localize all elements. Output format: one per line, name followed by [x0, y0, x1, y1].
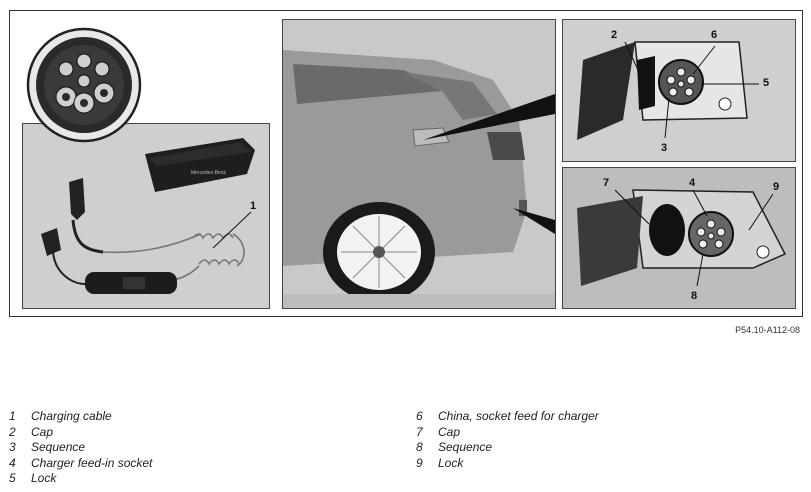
callout-3: 3 [661, 142, 667, 154]
callout-4: 4 [689, 177, 696, 189]
illustration-figure: Mercedes-Benz 1 [9, 10, 803, 317]
legend-item: 9 Lock [416, 456, 599, 472]
legend-item: 1 Charging cable [9, 409, 152, 425]
legend-item: 5 Lock [9, 471, 152, 487]
legend-item: 3 Sequence [9, 440, 152, 456]
legend-number: 5 [9, 471, 16, 485]
legend-text: Lock [31, 471, 57, 485]
legend-number: 1 [9, 409, 16, 423]
callout-8: 8 [691, 290, 697, 302]
charging-cable-panel: Mercedes-Benz 1 [22, 123, 270, 309]
legend-item: 2 Cap [9, 425, 152, 441]
vehicle-panel [282, 19, 556, 309]
legend-item: 8 Sequence [416, 440, 599, 456]
socket-detail-top-panel: 2 6 5 3 [562, 19, 796, 162]
vehicle-illustration [283, 50, 555, 308]
callout-5: 5 [763, 77, 769, 89]
legend-right-column: 6 China, socket feed for charger 7 Cap 8 Se… [416, 409, 599, 471]
callout-9: 9 [773, 181, 779, 193]
figure-reference-code: P54.10-A112-08 [735, 325, 800, 335]
charging-cable-illustration: Mercedes-Benz 1 [41, 138, 256, 294]
callout-7: 7 [603, 177, 609, 189]
socket-detail-bottom-illustration: 7 4 9 8 [563, 168, 795, 308]
plug-face-inset [26, 27, 142, 143]
svg-text:Mercedes-Benz: Mercedes-Benz [191, 170, 227, 176]
legend-left-column: 1 Charging cable 2 Cap 3 Sequence 4 Charger … [9, 409, 152, 487]
legend-text: Charger feed-in socket [31, 455, 153, 470]
legend-text: China, socket feed for charger [438, 409, 599, 423]
callout-6: 6 [711, 29, 717, 41]
legend-text: Charging cable [31, 409, 112, 423]
legend-number: 3 [9, 440, 16, 454]
legend-number: 4 [9, 455, 16, 470]
legend-number: 7 [416, 424, 423, 439]
legend-number: 6 [416, 409, 423, 423]
legend-item: 7 Cap [416, 425, 599, 441]
legend-text: Cap [438, 424, 461, 439]
legend-text: Sequence [31, 440, 86, 454]
legend-number: 9 [416, 455, 423, 470]
legend-text: Lock [438, 455, 464, 470]
legend-number: 2 [9, 424, 16, 439]
legend-text: Cap [31, 424, 54, 439]
callout-2: 2 [611, 29, 617, 41]
legend-number: 8 [416, 440, 423, 454]
legend-item: 4 Charger feed-in socket [9, 456, 152, 472]
socket-detail-top-illustration: 2 6 5 3 [563, 20, 795, 161]
legend-text: Sequence [438, 440, 493, 454]
socket-detail-bottom-panel: 7 4 9 8 [562, 167, 796, 309]
legend-item: 6 China, socket feed for charger [416, 409, 599, 425]
callout-1: 1 [250, 200, 256, 212]
